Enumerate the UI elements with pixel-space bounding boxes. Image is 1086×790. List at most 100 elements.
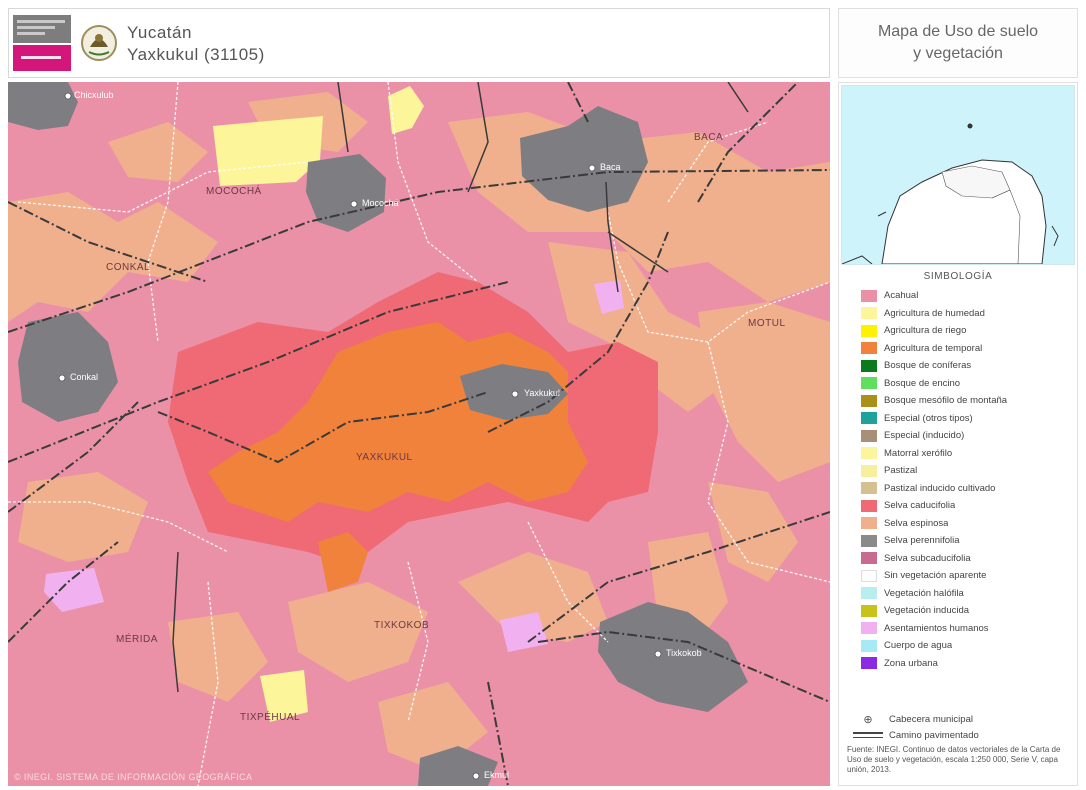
selva-espinosa-areas [8,92,830,772]
legend-swatch [861,359,877,372]
legend-item: Sin vegetación aparente [861,567,1071,585]
legend-item: Cuerpo de agua [861,637,1071,655]
legend-title-line2: y vegetación [913,45,1003,62]
legend-label: Bosque de encino [884,377,961,389]
legend-item: Vegetación inducida [861,602,1071,620]
legend-label: Asentamientos humanos [884,622,989,634]
legend-swatch [861,447,877,460]
legend-label: Cuerpo de agua [884,640,953,652]
legend-swatch [861,499,877,512]
legend-item: Bosque de coníferas [861,357,1071,375]
legend-item: Bosque de encino [861,375,1071,393]
map-credit: © INEGI. SISTEMA DE INFORMACIÓN GEOGRÁFI… [14,772,253,782]
legend-label: Especial (inducido) [884,430,965,442]
sedesol-badge [13,45,71,71]
paved-roads [8,82,830,786]
legend-label: Sin vegetación aparente [884,570,987,582]
legend-item: Selva subcaducifolia [861,550,1071,568]
symbol-camino-label: Camino pavimentado [889,729,979,741]
location-inset-map [841,85,1075,265]
state-name: Yucatán [127,23,192,42]
place-label-conkal: CONKAL [106,262,151,273]
legend-item: Selva perennifolia [861,532,1071,550]
place-label-motul: MOTUL [748,318,786,329]
legend-swatch [861,377,877,390]
legend-item: Zona urbana [861,655,1071,673]
legend-label: Zona urbana [884,657,938,669]
legend-swatch [861,307,877,320]
place-label-tixkokob: TIXKOKOB [374,620,430,631]
place-label-baca: BACA [694,132,724,143]
legend-swatch [861,464,877,477]
legend-label: Selva espinosa [884,517,949,529]
legend-label: Agricultura de humedad [884,307,985,319]
legend-swatch [861,324,877,337]
legend-swatch [861,604,877,617]
sedesol-logo [13,15,71,71]
government-logo [13,15,71,43]
yucatan-peninsula-outline [842,123,1059,264]
legend-item: Especial (inducido) [861,427,1071,445]
legend-label: Agricultura de riego [884,325,967,337]
locality-markers [58,92,662,780]
legend-swatch [861,394,877,407]
land-use-map[interactable]: BACA MOCOCHÁ CONKAL MOTUL YAXKUKUL MÉRID… [8,82,830,786]
legend-swatch [861,342,877,355]
mexico-seal-icon [81,25,117,61]
legend-title-line1: Mapa de Uso de suelo [877,23,1039,40]
legend-item: Pastizal [861,462,1071,480]
legend-item: Asentamientos humanos [861,620,1071,638]
legend-swatch [861,534,877,547]
legend-item: Agricultura de humedad [861,305,1071,323]
municipal-borders [8,82,830,786]
legend-header: Mapa de Uso de suelo y vegetación [838,8,1078,78]
locality-label-yaxkukul: Yaxkukul [524,388,560,398]
legend-label: Agricultura de temporal [884,342,983,354]
agricultura-temporal-south [318,532,368,592]
legend-item: Agricultura de riego [861,322,1071,340]
legend-swatch [861,569,877,582]
legend-swatch [861,639,877,652]
symbol-cabecera: ⊕ Cabecera municipal [853,711,1073,727]
locality-label-chicxulub: Chicxulub [74,90,114,100]
legend-swatch [861,289,877,302]
legend-item: Selva espinosa [861,515,1071,533]
legend-label: Selva caducifolia [884,500,956,512]
legend-item: Matorral xerófilo [861,445,1071,463]
legend-swatch [861,587,877,600]
map-canvas [8,82,830,786]
legend-item: Especial (otros tipos) [861,410,1071,428]
locality-label-conkal: Conkal [70,372,99,382]
legend-label: Bosque de coníferas [884,360,972,372]
legend-item: Bosque mesófilo de montaña [861,392,1071,410]
municipio-name: Yaxkukul (31105) [127,45,265,64]
locality-label-baca: Baca [600,162,621,172]
legend-item: Pastizal inducido cultivado [861,480,1071,498]
legend-label: Vegetación inducida [884,605,970,617]
place-label-merida: MÉRIDA [116,634,158,645]
legend-swatch [861,482,877,495]
legend-label: Selva subcaducifolia [884,552,971,564]
dark-roads [172,82,749,693]
place-label-mococha: MOCOCHÁ [206,186,262,197]
legend-swatch [861,429,877,442]
map-header: Yucatán Yaxkukul (31105) [8,8,830,78]
legend-item: Acahual [861,287,1071,305]
asentamientos-areas [44,280,624,652]
place-label-yaxkukul: YAXKUKUL [356,452,413,463]
legend-label: Matorral xerófilo [884,447,953,459]
legend-swatch [861,657,877,670]
legend-item: Agricultura de temporal [861,340,1071,358]
place-label-tixpehual: TIXPÉHUAL [240,712,301,723]
symbol-camino: Camino pavimentado [853,727,1073,743]
locality-label-mococha: Mocochá [362,198,399,208]
crosshair-icon: ⊕ [863,713,873,726]
legend-label: Acahual [884,290,919,302]
legend-label: Pastizal [884,465,918,477]
legend-swatch [861,412,877,425]
legend-swatch [861,622,877,635]
legend-swatch [861,517,877,530]
legend-label: Pastizal inducido cultivado [884,482,996,494]
legend-item: Vegetación halófila [861,585,1071,603]
